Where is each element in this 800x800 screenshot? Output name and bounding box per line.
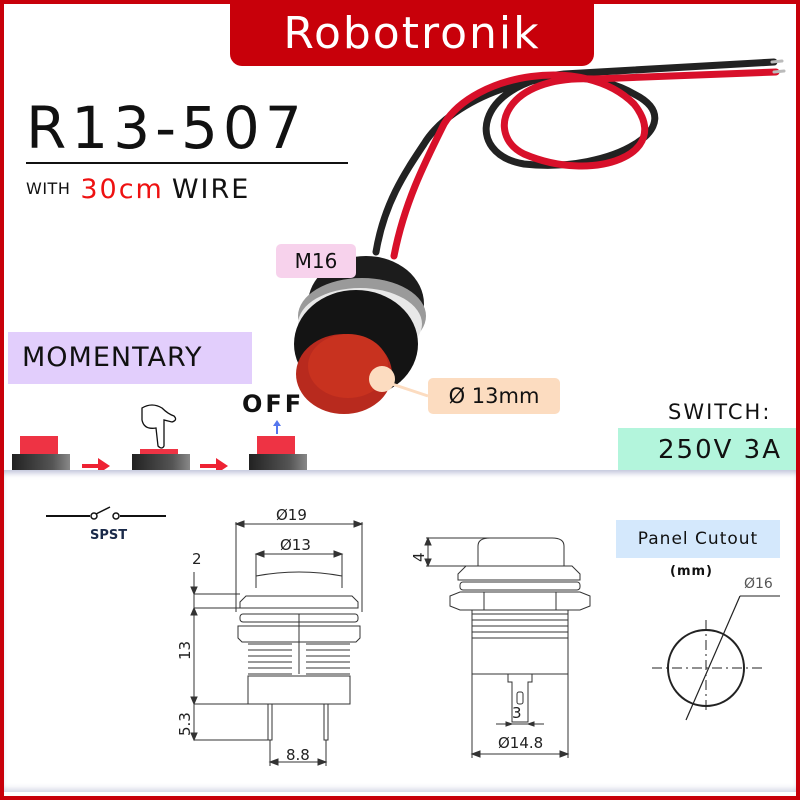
- rating-badge: 250V 3A: [618, 428, 796, 472]
- spst-label: SPST: [90, 528, 128, 543]
- dim-cutout-diameter: Ø16: [744, 576, 773, 592]
- button-state-off: [249, 420, 307, 472]
- dim-outer-diameter: Ø19: [276, 506, 307, 524]
- switch-type-label: MOMENTARY: [8, 332, 252, 384]
- wire-prefix: WITH: [26, 179, 71, 198]
- dim-body-height: 13: [176, 640, 194, 660]
- dim-terminal-width: 3: [512, 704, 522, 722]
- thread-tag: M16: [276, 244, 356, 278]
- dim-body-diameter: Ø14.8: [498, 734, 544, 752]
- dim-cap-height: 2: [192, 550, 202, 568]
- button-state-pressed: [132, 404, 190, 472]
- off-label: OFF: [242, 390, 305, 418]
- switch-photo: [294, 58, 786, 414]
- brand-banner: Robotronik: [230, 4, 594, 66]
- model-underline: [26, 162, 348, 164]
- button-state-released: [12, 436, 70, 472]
- red-wire: [390, 68, 780, 260]
- dim-pin-length: 5.3: [176, 712, 194, 736]
- panel-cutout-unit: (mm): [670, 564, 713, 579]
- diameter-marker: [369, 366, 395, 392]
- button-diameter-tag: Ø 13mm: [428, 378, 560, 414]
- dim-pin-spacing: 8.8: [286, 746, 310, 764]
- front-view-drawing: [190, 520, 364, 766]
- switch-label: SWITCH:: [668, 400, 772, 424]
- pointing-hand-icon: [141, 404, 177, 449]
- panel-cutout-title: Panel Cutout: [616, 520, 780, 558]
- dim-side-cap-height: 4: [410, 552, 428, 562]
- black-wire: [372, 58, 778, 256]
- model-number: R13-507: [26, 94, 307, 162]
- spst-symbol-icon: [46, 506, 166, 520]
- arrow-up-icon: [273, 420, 281, 434]
- momentary-illustration: [12, 404, 307, 474]
- wire-suffix: WIRE: [171, 174, 251, 205]
- panel-cutout-drawing: [652, 595, 780, 721]
- dim-cap-diameter: Ø13: [280, 536, 311, 554]
- wire-length: 30cm: [80, 174, 164, 205]
- side-view-drawing: [424, 536, 591, 758]
